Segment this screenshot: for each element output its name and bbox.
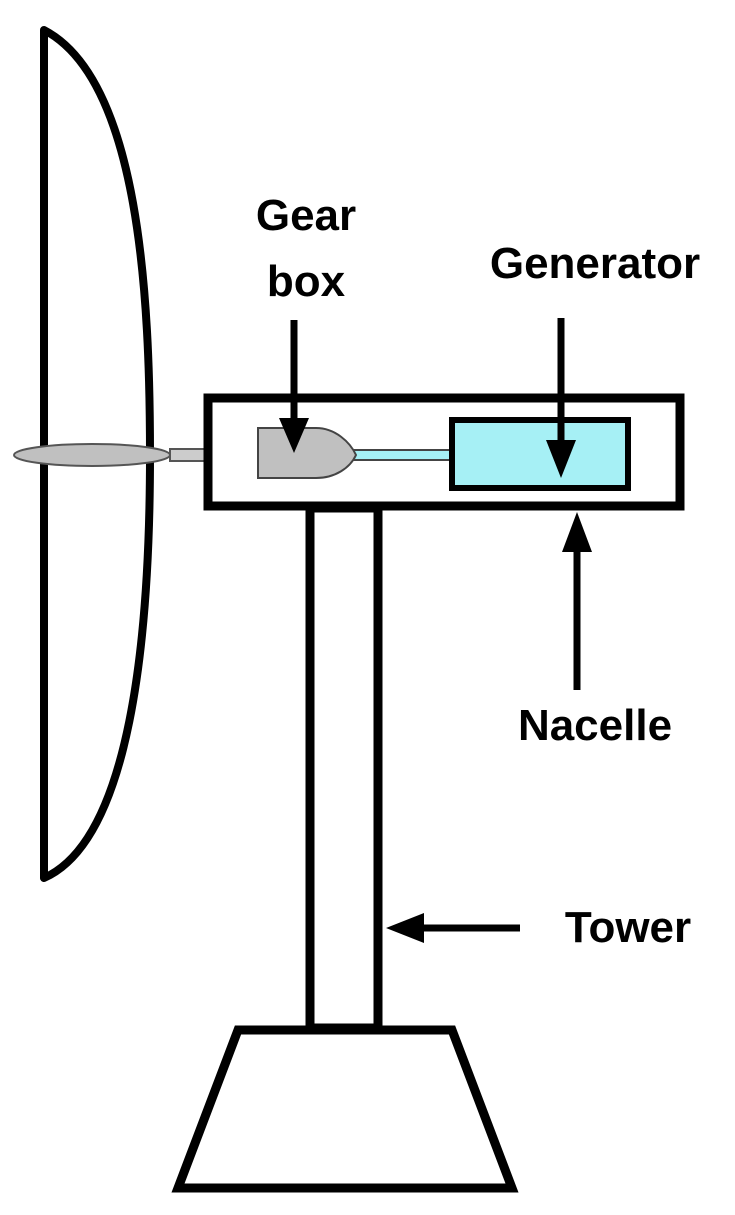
gearbox-label-line1: Gear	[256, 191, 356, 240]
tower-label: Tower	[565, 903, 691, 952]
tower-base	[171, 1025, 519, 1193]
generator-arrow	[546, 318, 576, 478]
nacelle-label: Nacelle	[518, 701, 672, 750]
gearbox-label-line2: box	[267, 257, 346, 306]
tower-arrow	[386, 913, 520, 943]
high-speed-shaft	[353, 449, 455, 461]
generator	[449, 417, 631, 491]
gearbox	[257, 427, 358, 479]
rotor-hub	[13, 443, 171, 467]
generator-label: Generator	[490, 239, 700, 288]
tower	[305, 503, 383, 1033]
gearbox-arrow	[279, 320, 309, 453]
nacelle-arrow	[562, 512, 592, 690]
